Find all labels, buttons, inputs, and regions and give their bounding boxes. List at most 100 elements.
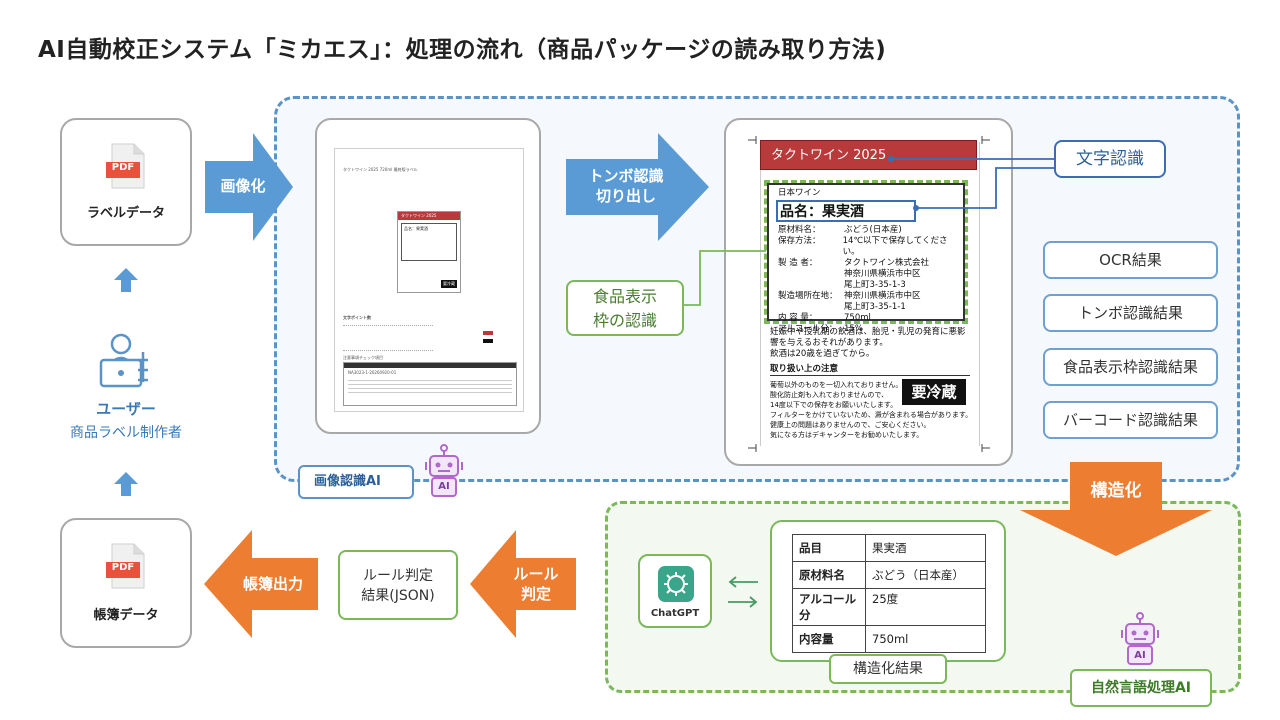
filter-line: 健康上の問題はありませんので、ご安心ください。 xyxy=(770,421,931,429)
thumb-check-text: 注意事項チェック項目 xyxy=(343,355,383,360)
label-row-key: 内 容 量： xyxy=(778,313,818,323)
barcode-result-box[interactable]: バーコード認識結果 xyxy=(1043,401,1218,439)
label-row-key: 製 造 者： xyxy=(778,258,818,268)
thumb-font-section: 文字ポイント数 xyxy=(343,315,371,320)
crop-arrow xyxy=(566,133,709,241)
user-role: 商品ラベル制作者 xyxy=(70,425,182,441)
rule-result-line1: ルール判定 xyxy=(363,568,433,584)
label-data-caption: ラベルデータ xyxy=(86,206,165,221)
table-value: 750ml xyxy=(865,625,986,653)
arrow-up-icon xyxy=(114,472,138,496)
handling-title: 取り扱い上の注意 xyxy=(770,364,970,376)
rule-check-line1: ルール xyxy=(513,565,559,583)
rule-result-line2: 結果(JSON) xyxy=(361,588,435,604)
label-image-card[interactable]: タクトワイン 2025 720ml 最終版ラベル タクトワイン 2025 品名：… xyxy=(315,118,541,434)
handling-line: 酸化防止剤も入れておりませんので、 xyxy=(770,391,889,399)
rule-check-arrow-label: ルール 判定 xyxy=(504,564,568,604)
rule-result-box[interactable]: ルール判定 結果(JSON) xyxy=(338,550,458,620)
thumb-color-chip xyxy=(483,339,493,343)
filter-line: 気になる方はデキャンターをお勧めいたします。 xyxy=(770,431,924,439)
food-frame-callout-line2: 枠の認識 xyxy=(592,311,657,330)
robot-icon xyxy=(425,444,463,497)
handling-line: 14度以下での保存をお願いいたします。 xyxy=(770,401,898,409)
label-small-title: 日本ワイン xyxy=(778,188,821,198)
label-product-name: 品名：果実酒 xyxy=(780,204,864,220)
rule-check-line2: 判定 xyxy=(520,585,551,603)
arrow-up-icon xyxy=(114,268,138,292)
label-data-card[interactable]: PDF ラベルデータ xyxy=(60,118,192,246)
label-row-value: 750ml xyxy=(844,313,871,323)
chatgpt-box[interactable]: ChatGPT xyxy=(638,554,712,628)
label-image-page: タクトワイン 2025 720ml 最終版ラベル タクトワイン 2025 品名：… xyxy=(334,148,524,412)
user-name: ユーザー xyxy=(96,400,156,418)
table-row: 原材料名ぶどう（日本産） xyxy=(792,561,986,589)
table-value: ぶどう（日本産） xyxy=(865,561,986,589)
label-row-value: 神奈川県横浜市中区 xyxy=(844,291,921,301)
label-row-value: 14℃以下で保存してください。 xyxy=(842,236,948,257)
label-warning-line: 飲酒は20歳を過ぎてから。 xyxy=(770,349,875,359)
thumb-font-lines xyxy=(343,325,433,351)
cropped-label-card[interactable]: タクトワイン 2025 日本ワイン 品名：果実酒 原材料名：ぶどう(日本産) 保… xyxy=(724,118,1013,466)
label-row-value: 尾上町3-35-1-3 xyxy=(844,280,906,290)
pdf-file-icon xyxy=(106,543,145,589)
filter-line: フィルターをかけていないため、澱が含まれる場合があります。 xyxy=(770,411,973,419)
user-at-computer-icon xyxy=(99,333,148,388)
food-frame-detection xyxy=(764,180,968,324)
thumb-mini-label-title: タクトワイン 2025 xyxy=(398,212,460,220)
table-value: 25度 xyxy=(865,588,986,626)
chatgpt-logo-icon xyxy=(658,566,694,602)
structured-result-caption: 構造化結果 xyxy=(829,654,947,684)
ledger-output-arrow xyxy=(204,530,318,638)
thumb-stamp: 要冷蔵 xyxy=(441,280,457,288)
page-title: AI自動校正システム「ミカエス」：処理の流れ（商品パッケージの読み取り方法) xyxy=(38,37,887,63)
crop-mark-result-box[interactable]: トンボ認識結果 xyxy=(1043,294,1218,332)
label-row-value: 尾上町3-35-1-1 xyxy=(844,302,906,312)
thumb-mini-label: タクトワイン 2025 品名：果実酒 要冷蔵 xyxy=(397,211,461,293)
label-warning-line: 妊娠中や授乳期の飲酒は、胎児・乳児の発育に悪影 xyxy=(770,327,966,337)
imaging-arrow xyxy=(205,133,293,241)
thumb-color-chip xyxy=(483,331,493,335)
ledger-output-arrow-label: 帳簿出力 xyxy=(242,575,303,593)
crop-arrow-line1: トンボ認識 xyxy=(588,167,664,185)
ledger-data-caption: 帳簿データ xyxy=(93,608,159,623)
structuring-arrow xyxy=(1020,462,1212,556)
robot-icon-text: AI xyxy=(438,481,450,492)
label-brand-bar: タクトワイン 2025 xyxy=(760,140,977,170)
label-row-key: 製造場所在地： xyxy=(778,291,838,301)
ocr-result-box[interactable]: OCR結果 xyxy=(1043,241,1218,279)
food-frame-callout: 食品表示 枠の認識 xyxy=(566,280,684,336)
food-frame-result-box[interactable]: 食品表示枠認識結果 xyxy=(1043,348,1218,386)
robot-icon xyxy=(1121,612,1159,665)
text-detection-box xyxy=(776,200,916,222)
rule-check-arrow xyxy=(470,530,576,638)
thumb-table: NA3023-1-20260920-01 xyxy=(343,362,517,406)
crop-arrow-label: トンボ認識 切り出し xyxy=(570,166,682,206)
label-row-key: 原材料名： xyxy=(778,225,821,235)
thumb-mini-label-name: 品名：果実酒 xyxy=(404,226,428,231)
thumb-serial: NA3023-1-20260920-01 xyxy=(348,370,397,375)
table-key: 品目 xyxy=(792,534,866,562)
pdf-file-icon xyxy=(106,143,145,189)
chatgpt-label: ChatGPT xyxy=(650,608,700,619)
label-row-value: 15% xyxy=(844,324,863,334)
exchange-arrows-icon xyxy=(728,576,758,608)
label-rows: 原材料名：ぶどう(日本産) 保存方法：14℃以下で保存してください。 製 造 者… xyxy=(778,225,962,335)
nlp-ai-badge: 自然言語処理AI xyxy=(1070,669,1212,707)
label-row-value: タクトワイン株式会社 xyxy=(844,258,930,268)
robot-icon-text: AI xyxy=(1134,650,1146,661)
label-row-value: ぶどう(日本産) xyxy=(844,225,902,235)
imaging-arrow-label: 画像化 xyxy=(220,177,266,195)
label-warning-line: 響を与えるおそれがあります。 xyxy=(770,338,888,348)
table-key: アルコール分 xyxy=(792,588,866,626)
pdf-icon-text: PDF xyxy=(111,162,135,173)
food-frame-callout-line1: 食品表示 xyxy=(592,287,657,306)
thumb-header: タクトワイン 2025 720ml 最終版ラベル xyxy=(343,167,418,172)
table-value: 果実酒 xyxy=(865,534,986,562)
ledger-data-card[interactable]: PDF 帳簿データ xyxy=(60,518,192,648)
table-key: 内容量 xyxy=(792,625,866,653)
